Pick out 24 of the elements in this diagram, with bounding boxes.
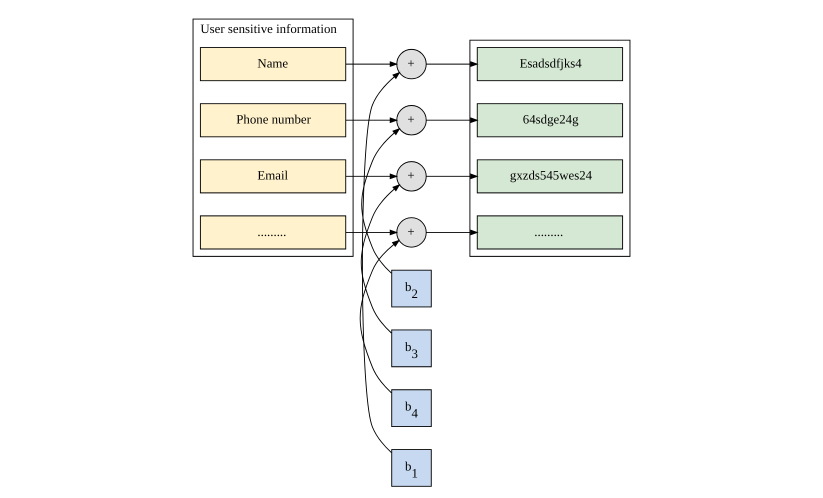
node-box: Name: [200, 47, 346, 82]
node-box: Email: [200, 159, 346, 194]
node-box: Esadsdfjks4: [476, 47, 624, 82]
node-box: .........: [476, 215, 624, 250]
arrow: [360, 184, 400, 334]
node-box: Phone number: [200, 103, 346, 138]
node-box: gxzds545wes24: [476, 159, 624, 194]
node-circle: +: [396, 161, 427, 192]
node-box: 64sdge24g: [476, 103, 624, 138]
node-circle: +: [396, 48, 427, 80]
arrow: [426, 173, 479, 180]
node-circle: +: [396, 217, 427, 248]
arrow: [360, 240, 400, 394]
arrow: [426, 230, 479, 236]
arrow: [345, 61, 398, 68]
node-box: .........: [200, 215, 346, 250]
arrow: [426, 117, 479, 124]
arrow: [345, 173, 398, 180]
node-circle: +: [396, 105, 427, 136]
arrow: [362, 72, 400, 454]
arrow: [426, 61, 479, 68]
arrow: [361, 128, 400, 274]
arrow: [345, 117, 398, 124]
arrow: [345, 230, 398, 236]
